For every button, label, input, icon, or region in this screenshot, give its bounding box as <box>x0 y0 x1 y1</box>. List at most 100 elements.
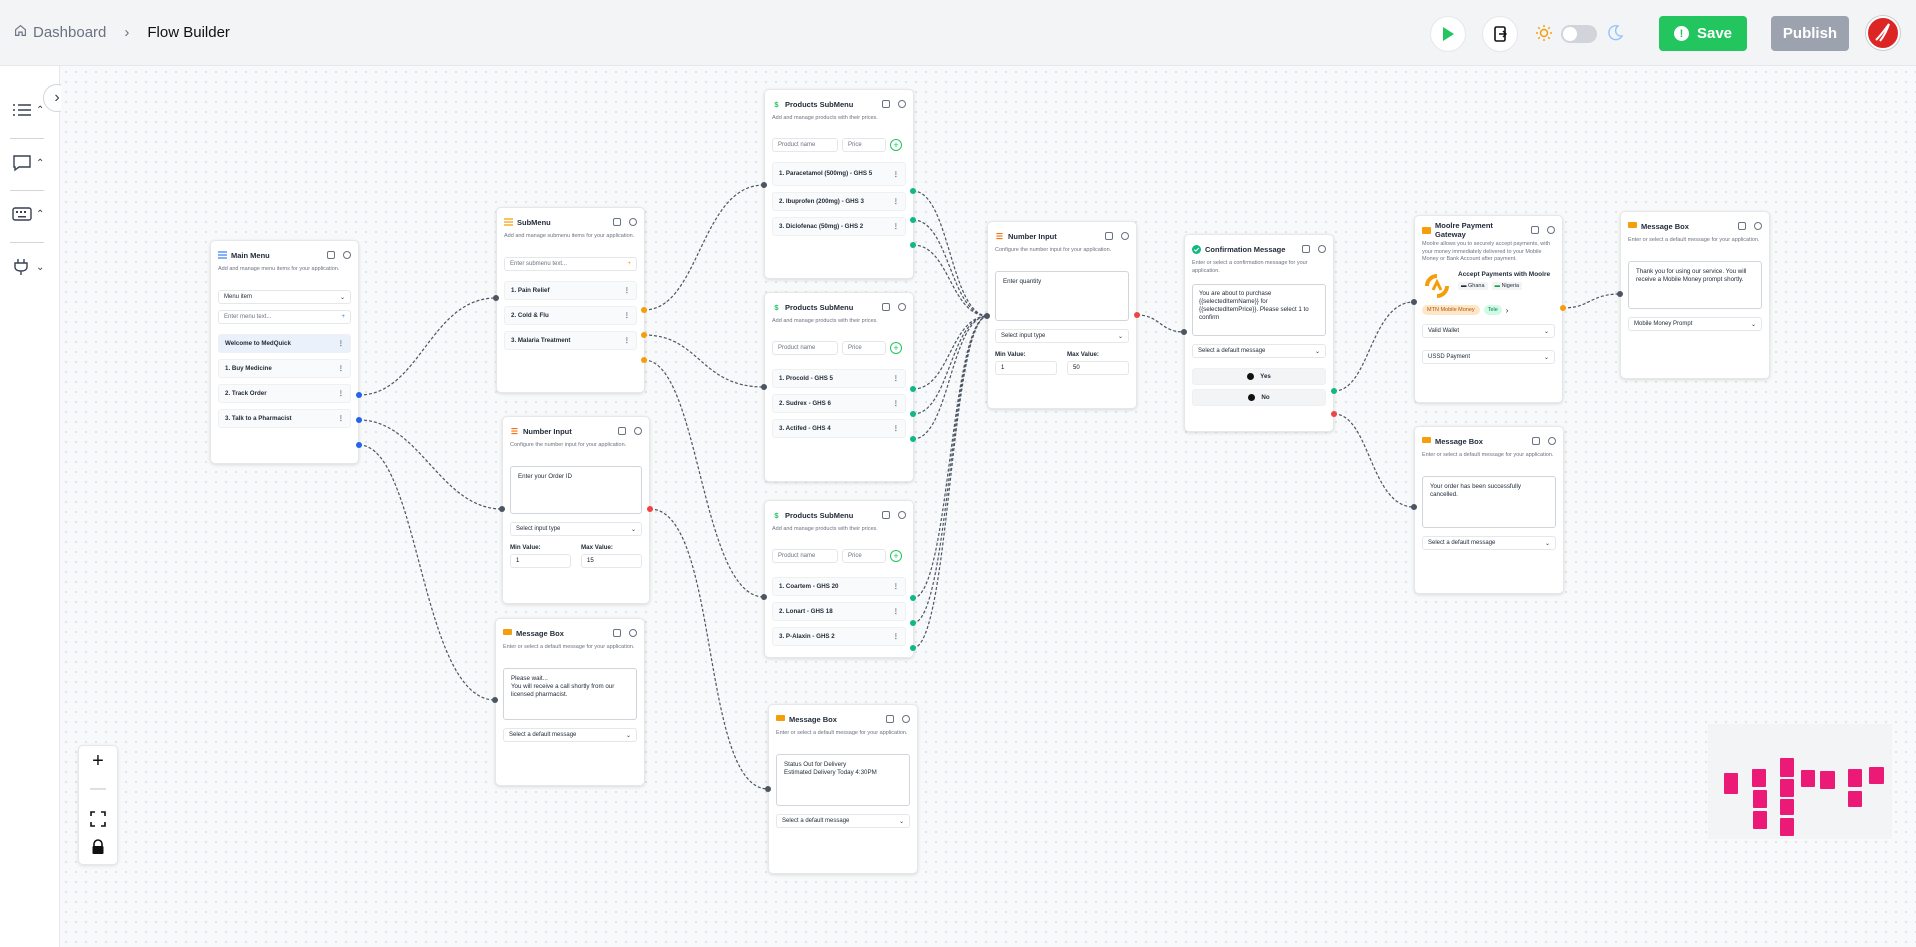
output-handle[interactable] <box>356 392 362 398</box>
output-handle[interactable] <box>910 620 916 626</box>
minimap[interactable] <box>1708 724 1892 839</box>
chevron-right-icon[interactable]: › <box>1505 305 1509 315</box>
product-item[interactable]: 3. P-Alaxin - GHS 2⋮ <box>772 627 906 646</box>
min-value-input[interactable]: 1 <box>510 554 571 568</box>
plugin-menu-button[interactable]: ⌄ <box>12 258 44 276</box>
default-message-select[interactable]: Select a default message⌄ <box>1422 536 1556 550</box>
close-icon[interactable] <box>1548 437 1556 445</box>
output-handle[interactable] <box>1134 312 1140 318</box>
output-handle[interactable] <box>910 188 916 194</box>
message-box-node[interactable]: Message Box Enter or select a default me… <box>495 618 645 786</box>
close-icon[interactable] <box>629 218 637 226</box>
message-menu-button[interactable]: ⌃ <box>12 154 44 172</box>
breadcrumb-dashboard[interactable]: Dashboard <box>33 24 107 41</box>
submenu-text-input[interactable]: Enter submenu text...+ <box>504 257 637 271</box>
close-icon[interactable] <box>634 427 642 435</box>
copy-icon[interactable] <box>618 427 626 435</box>
product-item[interactable]: 2. Lonart - GHS 18⋮ <box>772 602 906 621</box>
export-button[interactable] <box>1482 16 1518 52</box>
number-input-node[interactable]: ☰Number Input Configure the number input… <box>987 221 1137 409</box>
provider-chip[interactable]: Tele <box>1483 305 1502 315</box>
confirmation-textarea[interactable]: You are about to purchase {{selectedItem… <box>1192 284 1326 336</box>
wallet-select[interactable]: Valid Wallet⌄ <box>1422 324 1555 338</box>
close-icon[interactable] <box>898 100 906 108</box>
theme-toggle[interactable] <box>1561 25 1597 43</box>
payment-gateway-node[interactable]: Moolre Payment Gateway Moolre allows you… <box>1414 215 1563 403</box>
yes-option[interactable]: Yes <box>1192 368 1326 385</box>
output-handle[interactable] <box>641 307 647 313</box>
copy-icon[interactable] <box>1738 222 1746 230</box>
output-handle[interactable] <box>641 332 647 338</box>
output-handle[interactable] <box>910 595 916 601</box>
add-product-button[interactable]: + <box>890 342 902 354</box>
input-handle[interactable] <box>761 384 767 390</box>
product-name-input[interactable]: Product name <box>772 341 838 355</box>
number-input-node[interactable]: ☰Number Input Configure the number input… <box>502 416 650 604</box>
copy-icon[interactable] <box>1105 232 1113 240</box>
close-icon[interactable] <box>1121 232 1129 240</box>
close-icon[interactable] <box>902 715 910 723</box>
keyboard-menu-button[interactable]: ⌃ <box>12 206 44 222</box>
close-icon[interactable] <box>629 629 637 637</box>
output-handle[interactable] <box>910 217 916 223</box>
add-product-button[interactable]: + <box>890 139 902 151</box>
no-option[interactable]: No <box>1192 389 1326 406</box>
max-value-input[interactable]: 50 <box>1067 361 1129 375</box>
input-handle[interactable] <box>1411 299 1417 305</box>
payment-method-select[interactable]: USSD Payment⌄ <box>1422 350 1555 364</box>
list-item[interactable]: 1. Pain Relief⋮ <box>504 281 637 300</box>
run-button[interactable] <box>1430 16 1466 52</box>
add-product-button[interactable]: + <box>890 550 902 562</box>
zoom-out-button[interactable]: — <box>90 780 106 797</box>
products-submenu-node[interactable]: $Products SubMenu Add and manage product… <box>764 89 914 279</box>
message-textarea[interactable]: Your order has been successfully cancell… <box>1422 476 1556 528</box>
confirmation-message-node[interactable]: Confirmation Message Enter or select a c… <box>1184 234 1334 432</box>
input-type-select[interactable]: Select input type⌄ <box>510 522 642 536</box>
message-box-node[interactable]: Message Box Enter or select a default me… <box>1414 426 1564 594</box>
output-handle[interactable] <box>356 442 362 448</box>
copy-icon[interactable] <box>882 511 890 519</box>
list-item[interactable]: 2. Track Order⋮ <box>218 384 351 403</box>
default-message-select[interactable]: Select a default message⌄ <box>503 728 637 742</box>
price-input[interactable]: Price <box>842 341 886 355</box>
output-handle[interactable] <box>356 417 362 423</box>
message-textarea[interactable]: Thank you for using our service. You wil… <box>1628 261 1762 309</box>
input-handle[interactable] <box>493 295 499 301</box>
home-icon[interactable] <box>14 24 27 41</box>
publish-button[interactable]: Publish <box>1771 16 1849 51</box>
list-menu-button[interactable]: ⌃ <box>12 102 44 118</box>
copy-icon[interactable] <box>886 715 894 723</box>
prompt-textarea[interactable]: Enter quantity <box>995 271 1129 321</box>
close-icon[interactable] <box>1547 226 1555 234</box>
product-item[interactable]: 3. Actifed - GHS 4⋮ <box>772 419 906 438</box>
copy-icon[interactable] <box>613 629 621 637</box>
copy-icon[interactable] <box>1532 437 1540 445</box>
copy-icon[interactable] <box>327 251 335 259</box>
copy-icon[interactable] <box>882 100 890 108</box>
list-item[interactable]: 1. Buy Medicine⋮ <box>218 359 351 378</box>
input-handle[interactable] <box>499 506 505 512</box>
message-textarea[interactable]: Please wait... You will receive a call s… <box>503 668 637 720</box>
close-icon[interactable] <box>343 251 351 259</box>
avatar[interactable] <box>1866 16 1900 50</box>
product-name-input[interactable]: Product name <box>772 549 838 563</box>
products-submenu-node[interactable]: $Products SubMenu Add and manage product… <box>764 292 914 482</box>
welcome-item[interactable]: Welcome to MedQuick⋮ <box>218 334 351 353</box>
fit-view-button[interactable] <box>90 811 106 827</box>
output-handle[interactable] <box>910 645 916 651</box>
copy-icon[interactable] <box>613 218 621 226</box>
input-handle[interactable] <box>1181 329 1187 335</box>
product-item[interactable]: 2. Sudrex - GHS 6⋮ <box>772 394 906 413</box>
input-handle[interactable] <box>492 697 498 703</box>
product-item[interactable]: 2. Ibuprofen (200mg) - GHS 3⋮ <box>772 192 906 211</box>
product-name-input[interactable]: Product name <box>772 138 838 152</box>
products-submenu-node[interactable]: $Products SubMenu Add and manage product… <box>764 500 914 658</box>
price-input[interactable]: Price <box>842 549 886 563</box>
input-handle[interactable] <box>984 313 990 319</box>
input-handle[interactable] <box>1617 291 1623 297</box>
output-handle[interactable] <box>910 386 916 392</box>
min-value-input[interactable]: 1 <box>995 361 1057 375</box>
close-icon[interactable] <box>898 511 906 519</box>
message-box-node[interactable]: Message Box Enter or select a default me… <box>1620 211 1770 379</box>
menu-text-input[interactable]: Enter menu text...+ <box>218 310 351 324</box>
